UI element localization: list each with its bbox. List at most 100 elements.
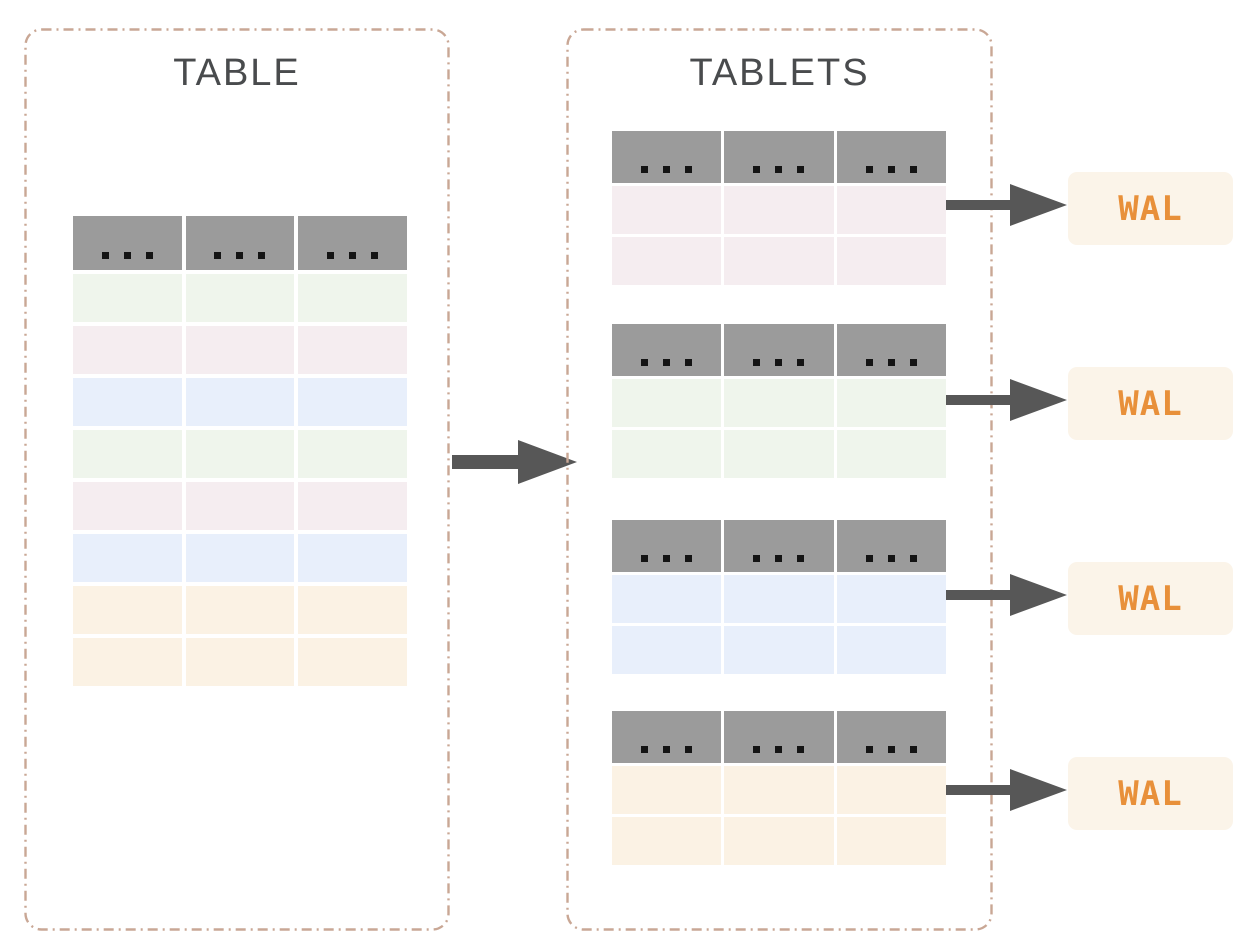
header-cell <box>612 520 722 572</box>
table-cell <box>73 274 182 322</box>
header-cell <box>836 131 946 183</box>
table-cell <box>836 430 946 478</box>
tablet-row <box>612 430 946 478</box>
header-cell <box>724 520 834 572</box>
table-cell <box>836 766 946 814</box>
table-cell <box>298 378 407 426</box>
tablet-header-row <box>612 711 946 763</box>
table-cell <box>836 626 946 674</box>
table-panel: TABLE <box>24 28 450 931</box>
header-cell <box>724 131 834 183</box>
table-cell <box>73 534 182 582</box>
tablet-row <box>612 575 946 623</box>
table-grid <box>73 216 407 686</box>
table-cell <box>185 482 295 530</box>
wal-box-4: WAL <box>1068 757 1233 830</box>
table-row <box>73 430 407 478</box>
header-cell <box>612 131 722 183</box>
dashed-border <box>566 28 993 931</box>
table-cell <box>73 430 182 478</box>
table-cell <box>73 482 182 530</box>
table-panel-title: TABLE <box>173 52 301 94</box>
table-cell <box>724 817 834 865</box>
table-cell <box>298 638 407 686</box>
wal-box-3: WAL <box>1068 562 1233 635</box>
table-cell <box>298 326 407 374</box>
table-header-row <box>73 216 407 270</box>
table-row <box>73 378 407 426</box>
wal-arrow-2 <box>946 379 1067 421</box>
table-cell <box>612 626 722 674</box>
table-cell <box>836 817 946 865</box>
ellipsis-icon <box>753 359 805 366</box>
tablets-panel-title: TABLETS <box>689 52 870 94</box>
header-cell <box>724 711 834 763</box>
tablet-row <box>612 817 946 865</box>
table-cell <box>836 575 946 623</box>
table-row <box>73 534 407 582</box>
table-row <box>73 274 407 322</box>
table-cell <box>73 586 182 634</box>
table-cell <box>724 237 834 285</box>
ellipsis-icon <box>865 166 917 173</box>
table-cell <box>73 378 182 426</box>
table-cell <box>185 378 295 426</box>
ellipsis-icon <box>641 359 693 366</box>
wal-arrow-4 <box>946 769 1067 811</box>
ellipsis-icon <box>641 555 693 562</box>
header-cell <box>298 216 407 270</box>
wal-label: WAL <box>1118 773 1183 814</box>
tablet-row <box>612 379 946 427</box>
tablet-row <box>612 186 946 234</box>
table-cell <box>185 430 295 478</box>
table-cell <box>612 817 722 865</box>
table-cell <box>724 430 834 478</box>
wal-arrow-1 <box>946 184 1067 226</box>
tablet-grid-1 <box>612 131 946 285</box>
tablet-row <box>612 766 946 814</box>
header-cell <box>185 216 295 270</box>
table-cell <box>185 638 295 686</box>
table-cell <box>724 186 834 234</box>
tablet-grid-4 <box>612 711 946 865</box>
ellipsis-icon <box>753 746 805 753</box>
tablet-row <box>612 237 946 285</box>
table-cell <box>298 274 407 322</box>
wal-label: WAL <box>1118 578 1183 619</box>
header-cell <box>73 216 182 270</box>
header-cell <box>836 324 946 376</box>
ellipsis-icon <box>641 166 693 173</box>
table-cell <box>724 766 834 814</box>
wal-box-1: WAL <box>1068 172 1233 245</box>
ellipsis-icon <box>753 166 805 173</box>
split-arrow <box>452 440 577 484</box>
table-cell <box>612 186 722 234</box>
tablet-header-row <box>612 324 946 376</box>
table-row <box>73 638 407 686</box>
table-cell <box>724 575 834 623</box>
header-cell <box>612 324 722 376</box>
wal-label: WAL <box>1118 383 1183 424</box>
ellipsis-icon <box>101 252 153 259</box>
table-cell <box>836 237 946 285</box>
table-cell <box>612 430 722 478</box>
table-row <box>73 586 407 634</box>
table-cell <box>185 326 295 374</box>
header-cell <box>612 711 722 763</box>
table-cell <box>185 586 295 634</box>
tablet-grid-3 <box>612 520 946 674</box>
header-cell <box>836 520 946 572</box>
tablet-header-row <box>612 131 946 183</box>
tablet-header-row <box>612 520 946 572</box>
tablet-row <box>612 626 946 674</box>
table-cell <box>612 766 722 814</box>
header-cell <box>836 711 946 763</box>
ellipsis-icon <box>865 359 917 366</box>
table-cell <box>185 534 295 582</box>
dashed-border <box>24 28 450 931</box>
tablet-grid-2 <box>612 324 946 478</box>
table-cell <box>298 534 407 582</box>
table-cell <box>73 638 182 686</box>
ellipsis-icon <box>327 252 379 259</box>
